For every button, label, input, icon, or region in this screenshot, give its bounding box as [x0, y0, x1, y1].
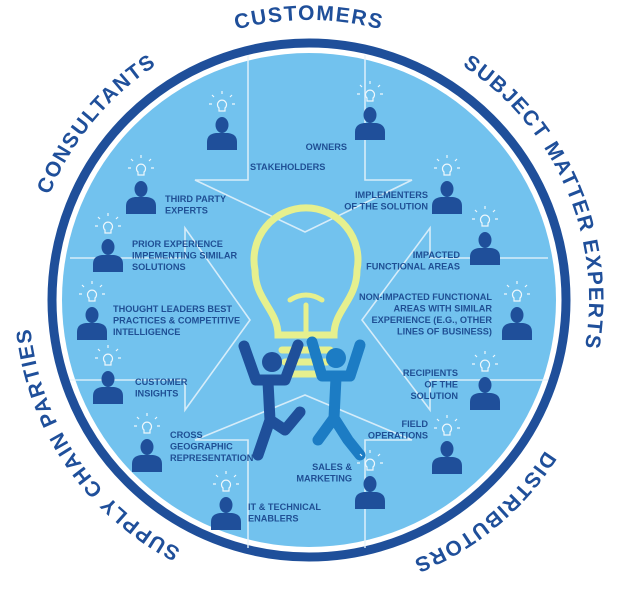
label-line: OF THE: [424, 380, 458, 390]
label-line: NON-IMPACTED FUNCTIONAL: [359, 292, 492, 302]
label-line: REPRESENTATION: [170, 453, 254, 463]
person-light-figure: [306, 336, 366, 461]
label-line: IMPACTED: [413, 250, 461, 260]
lightbulb-icon: [504, 281, 530, 302]
outer-ring: [47, 38, 571, 562]
label-line: FUNCTIONAL AREAS: [366, 262, 460, 272]
label-line: CUSTOMER: [135, 377, 188, 387]
label-line: MARKETING: [296, 474, 352, 484]
stakeholder-group-third-party-experts: THIRD PARTY EXPERTS: [126, 155, 226, 216]
person-icon: [432, 441, 462, 474]
person-dark-figure: [238, 339, 306, 461]
label-line: INSIGHTS: [135, 389, 178, 399]
person-icon: [132, 439, 162, 472]
lightbulb-icon: [95, 213, 121, 234]
stakeholder-label: IMPLEMENTERS OF THE SOLUTION: [344, 190, 428, 212]
label-line: EXPERTS: [165, 206, 208, 216]
celebrating-people-icon: [238, 336, 366, 461]
stakeholder-label: CUSTOMER INSIGHTS: [135, 377, 188, 399]
ring-label-customers: CUSTOMERS: [232, 2, 386, 34]
label-line: IMPEMENTING SIMILAR: [132, 251, 238, 261]
person-icon: [93, 239, 123, 272]
label-line: STAKEHOLDERS: [250, 162, 325, 172]
label-line: GEOGRAPHIC: [170, 442, 233, 452]
stakeholder-group-implementers: IMPLEMENTERS OF THE SOLUTION: [344, 155, 462, 214]
label-line: SOLUTIONS: [132, 262, 186, 272]
label-line: SALES &: [312, 462, 352, 472]
person-icon: [93, 371, 123, 404]
stakeholder-group-owners: OWNERS: [306, 81, 385, 152]
stakeholder-label: SALES & MARKETING: [296, 462, 352, 484]
label-line: OPERATIONS: [368, 431, 428, 441]
lightbulb-icon: [209, 91, 235, 112]
label-line: THIRD PARTY: [165, 194, 226, 204]
label-line: AREAS WITH SIMILAR: [393, 304, 492, 314]
inner-disc: [62, 53, 556, 547]
stakeholder-label: NON-IMPACTED FUNCTIONAL AREAS WITH SIMILA…: [359, 292, 492, 337]
stakeholder-group-customer-insights: CUSTOMER INSIGHTS: [93, 345, 188, 404]
stakeholder-group-it-technical: IT & TECHNICAL ENABLERS: [211, 471, 321, 530]
lightbulb-icon: [79, 281, 105, 302]
label-line: IT & TECHNICAL: [248, 502, 321, 512]
stakeholder-label: IMPACTED FUNCTIONAL AREAS: [366, 250, 460, 272]
label-line: PRACTICES & COMPETITIVE: [113, 316, 240, 326]
lightbulb-icon: [357, 81, 383, 102]
label-line: ENABLERS: [248, 514, 299, 524]
label-line: OWNERS: [306, 142, 347, 152]
label-line: LINES OF BUSINESS): [397, 327, 492, 337]
label-line: CROSS: [170, 430, 203, 440]
stakeholder-group-sales-marketing: SALES & MARKETING: [296, 450, 385, 509]
arrow-right: [361, 225, 548, 413]
stakeholder-group-impacted-functional-areas: IMPACTED FUNCTIONAL AREAS: [366, 206, 500, 272]
stakeholder-label: FIELD OPERATIONS: [368, 419, 428, 441]
person-icon: [470, 232, 500, 265]
stakeholder-group-stakeholders: STAKEHOLDERS: [207, 91, 325, 172]
lightbulb-icon: [128, 155, 154, 176]
person-icon: [432, 181, 462, 214]
stakeholder-group-non-impacted-areas: NON-IMPACTED FUNCTIONAL AREAS WITH SIMILA…: [359, 281, 532, 340]
stakeholder-label: STAKEHOLDERS: [250, 162, 325, 172]
label-line: OF THE SOLUTION: [344, 202, 428, 212]
person-icon: [355, 107, 385, 140]
arrow-left: [70, 225, 251, 413]
stakeholder-label: IT & TECHNICAL ENABLERS: [248, 502, 321, 524]
stakeholder-label: THOUGHT LEADERS BEST PRACTICES & COMPETIT…: [113, 304, 240, 337]
person-icon: [502, 307, 532, 340]
lightbulb-icon: [434, 155, 460, 176]
label-line: INTELLIGENCE: [113, 327, 180, 337]
stakeholder-label: THIRD PARTY EXPERTS: [165, 194, 226, 216]
person-icon: [126, 181, 156, 214]
person-icon: [207, 117, 237, 150]
label-line: FIELD: [401, 419, 428, 429]
label-line: EXPERIENCE (E.G., OTHER: [372, 315, 493, 325]
stakeholder-label: OWNERS: [306, 142, 347, 152]
stakeholder-group-thought-leaders: THOUGHT LEADERS BEST PRACTICES & COMPETIT…: [77, 281, 240, 340]
label-line: PRIOR EXPERIENCE: [132, 239, 223, 249]
lightbulb-icon: [472, 206, 498, 227]
label-line: RECIPIENTS: [403, 368, 458, 378]
lightbulb-icon: [95, 345, 121, 366]
label-line: IMPLEMENTERS: [355, 190, 428, 200]
arrow-top: [194, 55, 413, 233]
lightbulb-icon: [134, 413, 160, 434]
person-icon: [470, 377, 500, 410]
lightbulb-icon: [213, 471, 239, 492]
inward-arrows: [70, 55, 548, 548]
person-icon: [355, 476, 385, 509]
stakeholder-group-field-operations: FIELD OPERATIONS: [368, 415, 462, 474]
label-line: THOUGHT LEADERS BEST: [113, 304, 232, 314]
lightbulb-icon: [357, 450, 383, 471]
label-line: SOLUTION: [411, 391, 459, 401]
person-icon: [77, 307, 107, 340]
lightbulb-icon: [434, 415, 460, 436]
person-icon: [211, 497, 241, 530]
lightbulb-icon: [472, 351, 498, 372]
arrow-bottom: [194, 394, 413, 548]
